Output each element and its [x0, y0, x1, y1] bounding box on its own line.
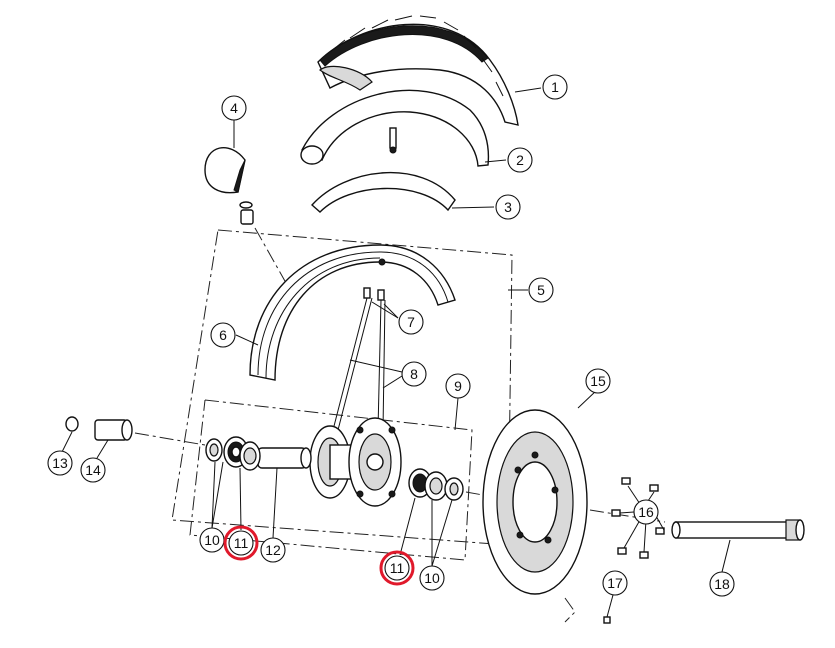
svg-text:17: 17 — [607, 575, 623, 591]
rim-tape — [311, 171, 456, 213]
svg-text:14: 14 — [85, 462, 101, 478]
callout-8: 8 — [401, 361, 427, 387]
svg-text:10: 10 — [204, 532, 220, 548]
callout-10-right: 10 — [419, 565, 445, 591]
left-seal — [205, 438, 223, 462]
callout-3: 3 — [495, 194, 521, 220]
tire — [317, 15, 519, 126]
callout-6: 6 — [210, 322, 236, 348]
svg-text:13: 13 — [52, 455, 68, 471]
svg-text:6: 6 — [219, 327, 227, 343]
svg-text:3: 3 — [504, 199, 512, 215]
valve-nut — [239, 201, 254, 225]
callout-18: 18 — [709, 571, 735, 597]
svg-text:1: 1 — [551, 79, 559, 95]
callout-14: 14 — [80, 457, 106, 483]
svg-text:4: 4 — [230, 100, 238, 116]
svg-text:2: 2 — [516, 152, 524, 168]
callout-4: 4 — [221, 95, 247, 121]
callout-16: 16 — [633, 499, 659, 525]
callout-10-left: 10 — [199, 527, 225, 553]
svg-text:7: 7 — [407, 314, 415, 330]
spokes — [332, 297, 386, 431]
svg-text:18: 18 — [714, 576, 730, 592]
axle-nut — [65, 416, 79, 432]
svg-text:9: 9 — [454, 378, 462, 394]
callout-7: 7 — [398, 309, 424, 335]
brake-disc — [482, 409, 588, 595]
callout-1: 1 — [542, 74, 568, 100]
mud-flap — [204, 147, 246, 194]
svg-text:16: 16 — [638, 504, 654, 520]
leader-lines — [61, 87, 731, 618]
callout-5: 5 — [528, 277, 554, 303]
svg-text:10: 10 — [424, 570, 440, 586]
callout-11-right: 11 — [379, 550, 415, 586]
callout-15: 15 — [585, 368, 611, 394]
right-bearing-outer — [424, 471, 448, 501]
screw — [603, 616, 611, 624]
axle — [671, 519, 805, 541]
callout-11-left: 11 — [223, 525, 259, 561]
callout-9: 9 — [445, 373, 471, 399]
rim — [249, 244, 456, 381]
right-seal — [444, 477, 464, 501]
left-spacer — [94, 419, 133, 441]
inner-tube — [300, 89, 490, 167]
disc-bolts — [611, 477, 665, 559]
left-bearing-inner — [239, 441, 261, 471]
svg-text:8: 8 — [410, 366, 418, 382]
svg-text:12: 12 — [265, 542, 281, 558]
callout-12: 12 — [260, 537, 286, 563]
highlight-ring-11-left — [223, 525, 259, 561]
svg-text:5: 5 — [537, 282, 545, 298]
callout-17: 17 — [602, 570, 628, 596]
callout-13: 13 — [47, 450, 73, 476]
spacer-tube — [257, 447, 312, 469]
hub — [309, 417, 402, 507]
highlight-ring-11-right — [379, 550, 415, 586]
callout-2: 2 — [507, 147, 533, 173]
svg-text:11: 11 — [234, 535, 249, 551]
svg-text:15: 15 — [590, 373, 606, 389]
svg-text:11: 11 — [390, 560, 405, 576]
